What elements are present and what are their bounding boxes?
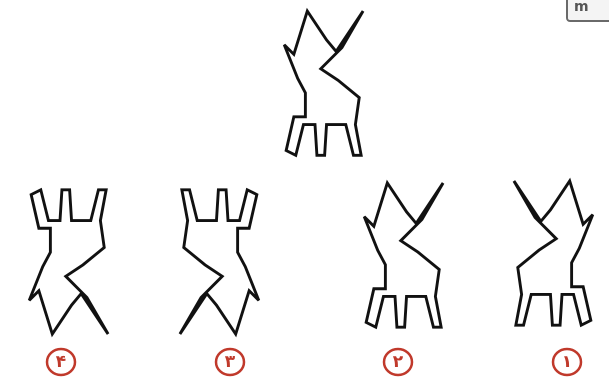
option-1-label[interactable]: ۱	[550, 346, 584, 378]
cat-silhouette-flipped-vertical-icon	[10, 182, 110, 337]
option-1-label-text: ۱	[550, 346, 584, 378]
option-2-figure[interactable]	[345, 180, 445, 335]
corner-tag: m	[566, 0, 609, 22]
cat-silhouette-upright-icon	[345, 180, 445, 335]
option-3-figure[interactable]	[178, 182, 278, 337]
option-1-figure[interactable]	[512, 178, 609, 333]
option-4-label[interactable]: ۴	[44, 346, 78, 378]
cat-silhouette-mirrored-icon	[512, 178, 609, 333]
cat-silhouette-outline-icon	[265, 8, 365, 168]
option-3-label-text: ۳	[213, 346, 247, 378]
option-3-label[interactable]: ۳	[213, 346, 247, 378]
option-2-label[interactable]: ۲	[381, 346, 415, 378]
corner-tag-text: m	[574, 0, 589, 15]
option-4-figure[interactable]	[10, 182, 110, 337]
option-4-label-text: ۴	[44, 346, 78, 378]
cat-silhouette-flipped-vertical-mirrored-icon	[178, 182, 278, 337]
option-2-label-text: ۲	[381, 346, 415, 378]
question-figure	[265, 8, 365, 168]
